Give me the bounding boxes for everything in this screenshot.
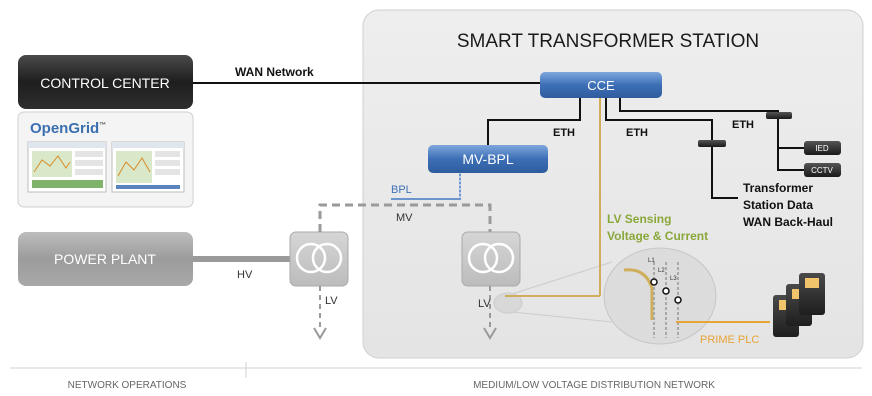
transformer-right bbox=[461, 231, 521, 287]
control-center-label: CONTROL CENTER bbox=[40, 75, 169, 91]
power-plant-box[interactable] bbox=[18, 232, 193, 286]
lv-right-label: LV bbox=[478, 298, 491, 310]
transformer-left-coil-1 bbox=[295, 242, 327, 274]
mv-label: MV bbox=[396, 212, 413, 224]
bpl-label: BPL bbox=[391, 184, 412, 196]
mv-line bbox=[318, 203, 492, 232]
prime-plc-label: PRIME PLC bbox=[700, 334, 759, 346]
zoom-phase-l1-label: L1 bbox=[648, 258, 655, 264]
ied-label: IED bbox=[815, 144, 829, 153]
transformer-data-line3: WAN Back-Haul bbox=[743, 215, 833, 229]
cctv-label: CCTV bbox=[811, 166, 833, 175]
lv-sensing-label-line1: LV Sensing bbox=[607, 212, 671, 226]
backhaul-line bbox=[711, 147, 738, 199]
zoom-sensor-2 bbox=[662, 287, 670, 295]
eth-label-3: ETH bbox=[732, 119, 754, 131]
ied-switch bbox=[766, 112, 792, 119]
station-title: SMART TRANSFORMER STATION bbox=[457, 31, 759, 52]
opengrid-logo: OpenGrid™ bbox=[30, 120, 106, 137]
transformer-data-line2: Station Data bbox=[743, 198, 813, 212]
smart-meters-icon bbox=[773, 273, 825, 337]
zoom-line-bottom bbox=[511, 311, 613, 323]
zoom-phase-l2-label: L2 bbox=[658, 268, 665, 274]
opengrid-tm: ™ bbox=[99, 122, 106, 129]
eth-label-2: ETH bbox=[626, 127, 648, 139]
zoom-wire-gold bbox=[623, 268, 654, 320]
control-center-box[interactable] bbox=[18, 55, 193, 109]
opengrid-screenshot-2 bbox=[111, 141, 185, 193]
eth-label-1: ETH bbox=[553, 127, 575, 139]
hv-label: HV bbox=[237, 269, 253, 281]
zoom-sensor-3 bbox=[674, 296, 682, 304]
zoom-line-top bbox=[511, 261, 613, 295]
zoom-phase-l3-label: L3 bbox=[670, 276, 677, 282]
mv-bpl-label: MV-BPL bbox=[462, 151, 514, 167]
ied-line bbox=[777, 119, 806, 171]
lv-left-arrow bbox=[313, 327, 327, 340]
opengrid-screenshot-1 bbox=[27, 141, 107, 193]
transformer-right-coil-2 bbox=[483, 242, 515, 274]
eth-line-mvbpl bbox=[487, 98, 581, 145]
footer-distribution-network: MEDIUM/LOW VOLTAGE DISTRIBUTION NETWORK bbox=[473, 380, 715, 391]
cce-box[interactable] bbox=[540, 72, 662, 98]
lv-right-arrow bbox=[483, 327, 497, 340]
transformer-left bbox=[289, 231, 349, 287]
backhaul-switch bbox=[698, 140, 726, 147]
lv-sensing-point bbox=[493, 292, 523, 314]
mv-bpl-box[interactable] bbox=[428, 145, 548, 173]
transformer-data-line1: Transformer bbox=[743, 181, 813, 195]
power-plant-label: POWER PLANT bbox=[54, 251, 156, 267]
wan-network-label: WAN Network bbox=[235, 65, 314, 79]
lv-sensing-label-line2: Voltage & Current bbox=[607, 229, 708, 243]
lv-left-label: LV bbox=[325, 295, 338, 307]
cctv-box[interactable] bbox=[804, 163, 841, 177]
transformer-right-coil-1 bbox=[467, 242, 499, 274]
footer-network-operations: NETWORK OPERATIONS bbox=[68, 380, 187, 391]
transformer-left-coil-2 bbox=[311, 242, 343, 274]
eth-line-backhaul bbox=[605, 98, 713, 140]
sensing-zoom-ellipse bbox=[603, 247, 717, 345]
cce-label: CCE bbox=[587, 78, 615, 93]
zoom-sensor-1 bbox=[650, 278, 658, 286]
ied-box[interactable] bbox=[804, 141, 841, 155]
